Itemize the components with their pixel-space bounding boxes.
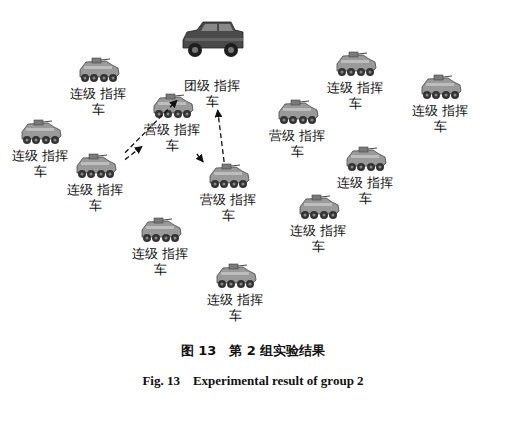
vehicle-node: 营级 指挥车	[198, 162, 258, 224]
vehicle-label: 团级 指挥车	[182, 78, 242, 110]
vehicle-node: 连级 指挥车	[205, 262, 265, 324]
vehicle-node: 连级 指挥车	[65, 152, 125, 214]
english-caption: Fig. 13 Experimental result of group 2	[0, 372, 506, 390]
dashed-arrow	[218, 110, 225, 162]
vehicle-label: 连级 指挥车	[325, 80, 385, 112]
dashed-arrow	[125, 146, 142, 159]
dashed-arrow	[197, 154, 203, 162]
figure-caption: 图 13 第 2 组实验结果	[0, 342, 506, 360]
vehicle-node: 连级 指挥车	[288, 193, 348, 255]
vehicle-node: 连级 指挥车	[10, 118, 70, 180]
vehicle-node: 连级 指挥车	[325, 50, 385, 112]
vehicle-label: 连级 指挥车	[335, 175, 395, 207]
vehicle-label: 连级 指挥车	[205, 292, 265, 324]
vehicle-label: 连级 指挥车	[410, 103, 470, 135]
vehicle-label: 营级 指挥车	[142, 122, 202, 154]
vehicle-label: 连级 指挥车	[130, 246, 190, 278]
vehicle-node: 营级 指挥车	[267, 98, 327, 160]
vehicle-label: 连级 指挥车	[10, 148, 70, 180]
vehicle-node: 连级 指挥车	[130, 216, 190, 278]
vehicle-node: 连级 指挥车	[410, 73, 470, 135]
vehicle-label: 连级 指挥车	[65, 182, 125, 214]
vehicle-label: 连级 指挥车	[288, 223, 348, 255]
vehicle-node: 团级 指挥车	[177, 20, 247, 110]
vehicle-label: 营级 指挥车	[267, 128, 327, 160]
vehicle-node: 连级 指挥车	[335, 145, 395, 207]
vehicle-node: 连级 指挥车	[68, 56, 128, 118]
vehicle-label: 营级 指挥车	[198, 192, 258, 224]
vehicle-label: 连级 指挥车	[68, 86, 128, 118]
vehicle-node: 营级 指挥车	[142, 92, 202, 154]
